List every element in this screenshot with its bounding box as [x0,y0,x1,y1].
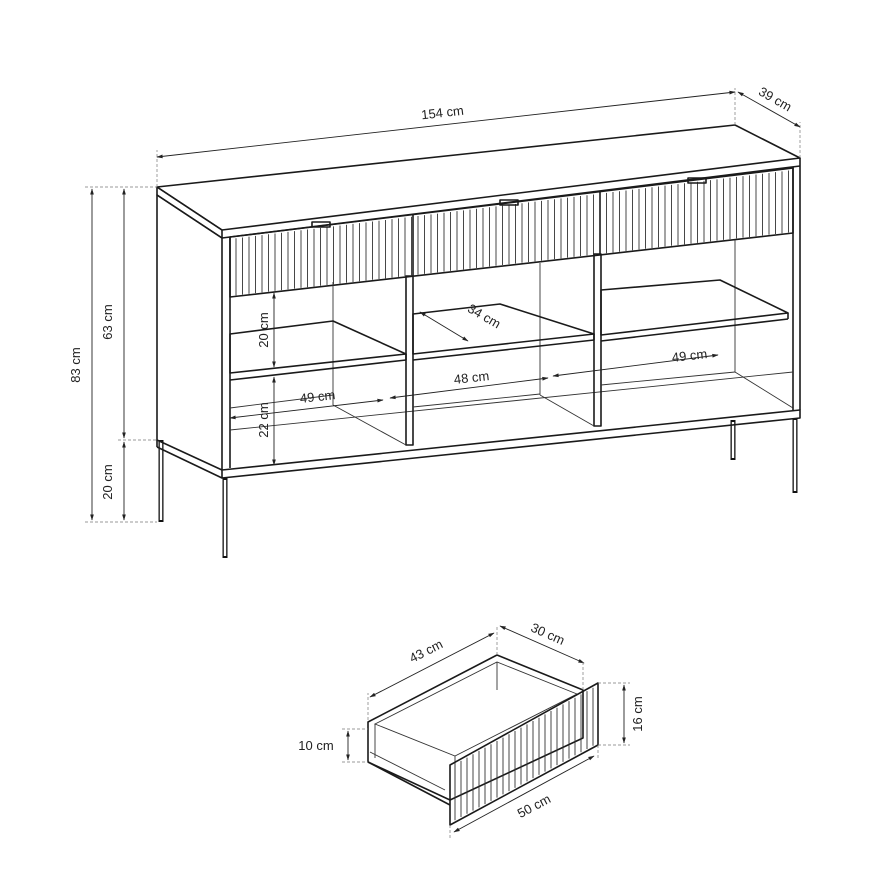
drawer-handle-left [311,221,331,228]
left-side-panel [156,194,223,471]
total-height-label: 83 cm [68,347,83,382]
sideboard-body [156,124,801,479]
top-edge-left [156,186,223,239]
shelves [229,279,789,409]
divider-left [405,275,414,446]
drawer-front-width-dimension [453,755,595,833]
upper-shelf-height-label: 20 cm [256,312,271,347]
right-width-label: 49 cm [671,346,708,365]
drawer-depth-dimension [499,625,585,664]
lower-shelf-height-label: 22 cm [256,402,271,437]
shelf-middle [412,303,595,355]
shelf-depth-dimension [419,311,469,342]
legs [158,418,798,558]
middle-width-label: 48 cm [453,368,490,387]
drawer-box-height-label: 10 cm [298,738,333,753]
drawer-front-fluting [454,687,594,821]
depth-dimension [737,91,801,128]
drawer-strip [229,167,794,298]
drawer-depth-label: 30 cm [529,620,567,648]
depth-label: 39 cm [756,84,794,115]
middle-width-dimension [389,376,549,400]
drawer-handle-middle [499,199,519,206]
divider-right [593,253,602,427]
drawer-interior [373,661,579,757]
width-dimension [156,90,736,159]
width-label: 154 cm [420,103,464,123]
drawer-detail: 43 cm 30 cm 16 cm 10 cm 50 cm [298,620,645,838]
drawer-handle-right [687,177,707,184]
drawer-front-height-label: 16 cm [630,696,645,731]
left-width-label: 49 cm [299,387,336,406]
right-width-dimension [552,353,719,378]
leg-height-label: 20 cm [100,464,115,499]
bottom-frame [221,409,801,479]
left-width-dimension [229,398,384,420]
shelf-right [600,279,789,336]
drawer-fluting [235,170,789,296]
drawer-length-dimension [369,632,495,698]
body-height-label: 63 cm [100,304,115,339]
dimension-lines: 154 cm 39 cm 83 cm 63 cm 20 cm 20 cm 22 … [68,84,801,523]
